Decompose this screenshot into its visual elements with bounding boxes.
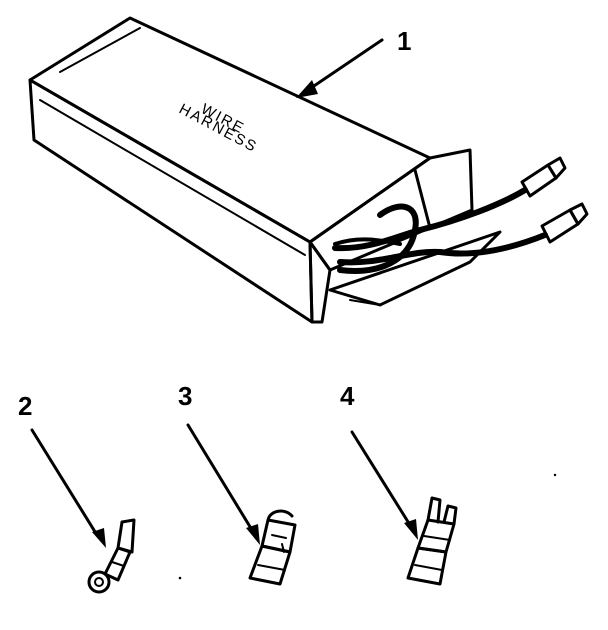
wire-connector-bottom	[540, 202, 589, 244]
callout-3: 3	[178, 381, 260, 545]
wire-harness-box: WIRE HARNESS	[28, 16, 502, 324]
harness-wires	[332, 156, 589, 274]
scan-speck	[178, 576, 182, 580]
spade-terminal	[406, 496, 458, 586]
ring-terminal	[87, 518, 136, 594]
callout-4: 4	[340, 381, 418, 540]
callout-4-label: 4	[340, 381, 355, 411]
callout-3-arrowhead	[246, 524, 260, 545]
callout-1: 1	[296, 26, 411, 98]
callout-1-arrowhead	[296, 80, 318, 98]
callout-2-arrowhead	[92, 528, 106, 548]
wire-connector-top	[520, 156, 567, 198]
flag-terminal	[248, 509, 297, 586]
callout-3-label: 3	[178, 381, 192, 411]
callout-2: 2	[18, 391, 106, 548]
callout-2-label: 2	[18, 391, 32, 421]
callout-4-arrowhead	[404, 519, 418, 540]
scan-speck	[553, 473, 557, 477]
callout-1-label: 1	[397, 26, 411, 56]
